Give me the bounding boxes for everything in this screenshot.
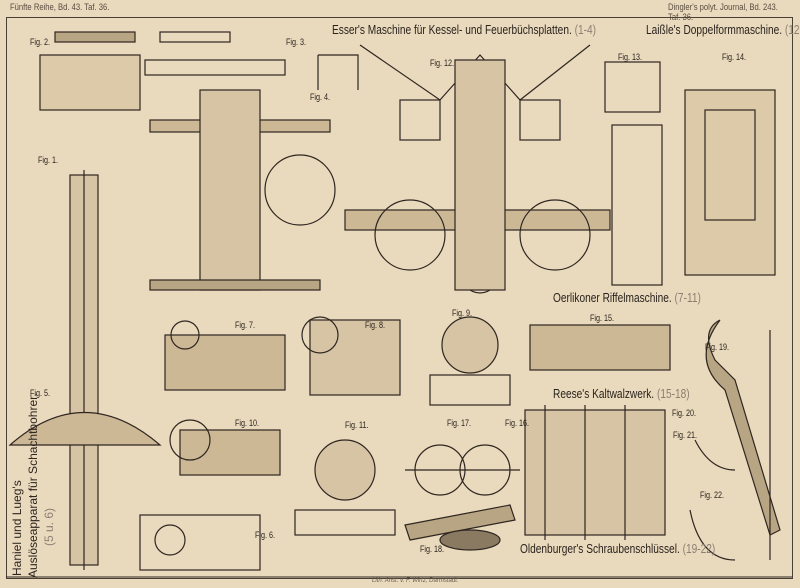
title-range: (12-14) [784,22,800,37]
fig-label: Fig. 5. [30,388,51,398]
plate-series-header: Fünfte Reihe, Bd. 43. Taf. 36. [10,2,110,12]
title-oerlikon: Oerlikoner Riffelmaschine. (7-11) [553,290,701,305]
fig-label: Fig. 13. [618,52,643,62]
title-esser: Esser's Maschine für Kessel- und Feuerbü… [332,22,596,37]
vertical-title-range: (5 u. 6) [42,507,56,546]
fig-label: Fig. 10. [235,418,260,428]
fig-label: Fig. 16. [505,418,530,428]
fig-label: Fig. 14. [722,52,747,62]
fig-label: Fig. 22. [700,490,725,500]
fig-label: Fig. 21. [673,430,698,440]
fig2-fig3-parts [54,31,231,43]
title-text: Oldenburger's Schraubenschlüssel. [520,541,680,556]
fig-label: Fig. 19. [705,342,730,352]
title-text: Laißle's Doppelformmaschine. [646,22,783,37]
fig-label: Fig. 15. [590,313,615,323]
fig-label: Fig. 20. [672,408,697,418]
title-range: (7-11) [674,290,701,305]
title-range: (15-18) [656,386,690,401]
title-oldenburger: Oldenburger's Schraubenschlüssel. (19-22… [520,541,715,556]
fig12-double-machine [344,44,611,294]
vertical-title-haniel: Haniel und Lueg's Auslöseapparat für Sch… [6,393,56,578]
fig-label: Fig. 2. [30,37,51,47]
fig-label: Fig. 8. [365,320,386,330]
oldenburger-wrench [689,319,781,561]
plate-frame [6,17,793,579]
fig-label: Fig. 11. [345,420,369,430]
fig-label: Fig. 6. [255,530,276,540]
laissle-machine [604,61,776,286]
fig-label: Fig. 18. [420,544,445,554]
fig1-drilling-rod [8,54,162,570]
esser-machine [144,54,359,291]
lithographer-imprint: Lith. Anst. v. F. Wirtz, Darmstadt. [372,578,459,584]
reese-figs [404,324,671,551]
title-range: (1-4) [574,22,597,37]
title-range: (19-22) [682,541,716,556]
title-text: Oerlikoner Riffelmaschine. [553,290,672,305]
vertical-title-line1: Haniel und Lueg's [10,480,24,576]
fig-label: Fig. 12. [430,58,455,68]
vertical-title-line2: Auslöseapparat für Schachtbohrer. [26,393,40,578]
fig-label: Fig. 1. [38,155,59,165]
fig-label: Fig. 4. [310,92,331,102]
fig-label: Fig. 7. [235,320,256,330]
title-laissle: Laißle's Doppelformmaschine. (12-14) [646,22,800,37]
fig-label: Fig. 9. [452,308,473,318]
fig-label: Fig. 17. [447,418,472,428]
fig-label: Fig. 3. [286,37,307,47]
title-text: Esser's Maschine für Kessel- und Feuerbü… [332,22,572,37]
oerlikon-figs [139,316,511,571]
title-text: Reese's Kaltwalzwerk. [553,386,655,401]
title-reese: Reese's Kaltwalzwerk. (15-18) [553,386,690,401]
